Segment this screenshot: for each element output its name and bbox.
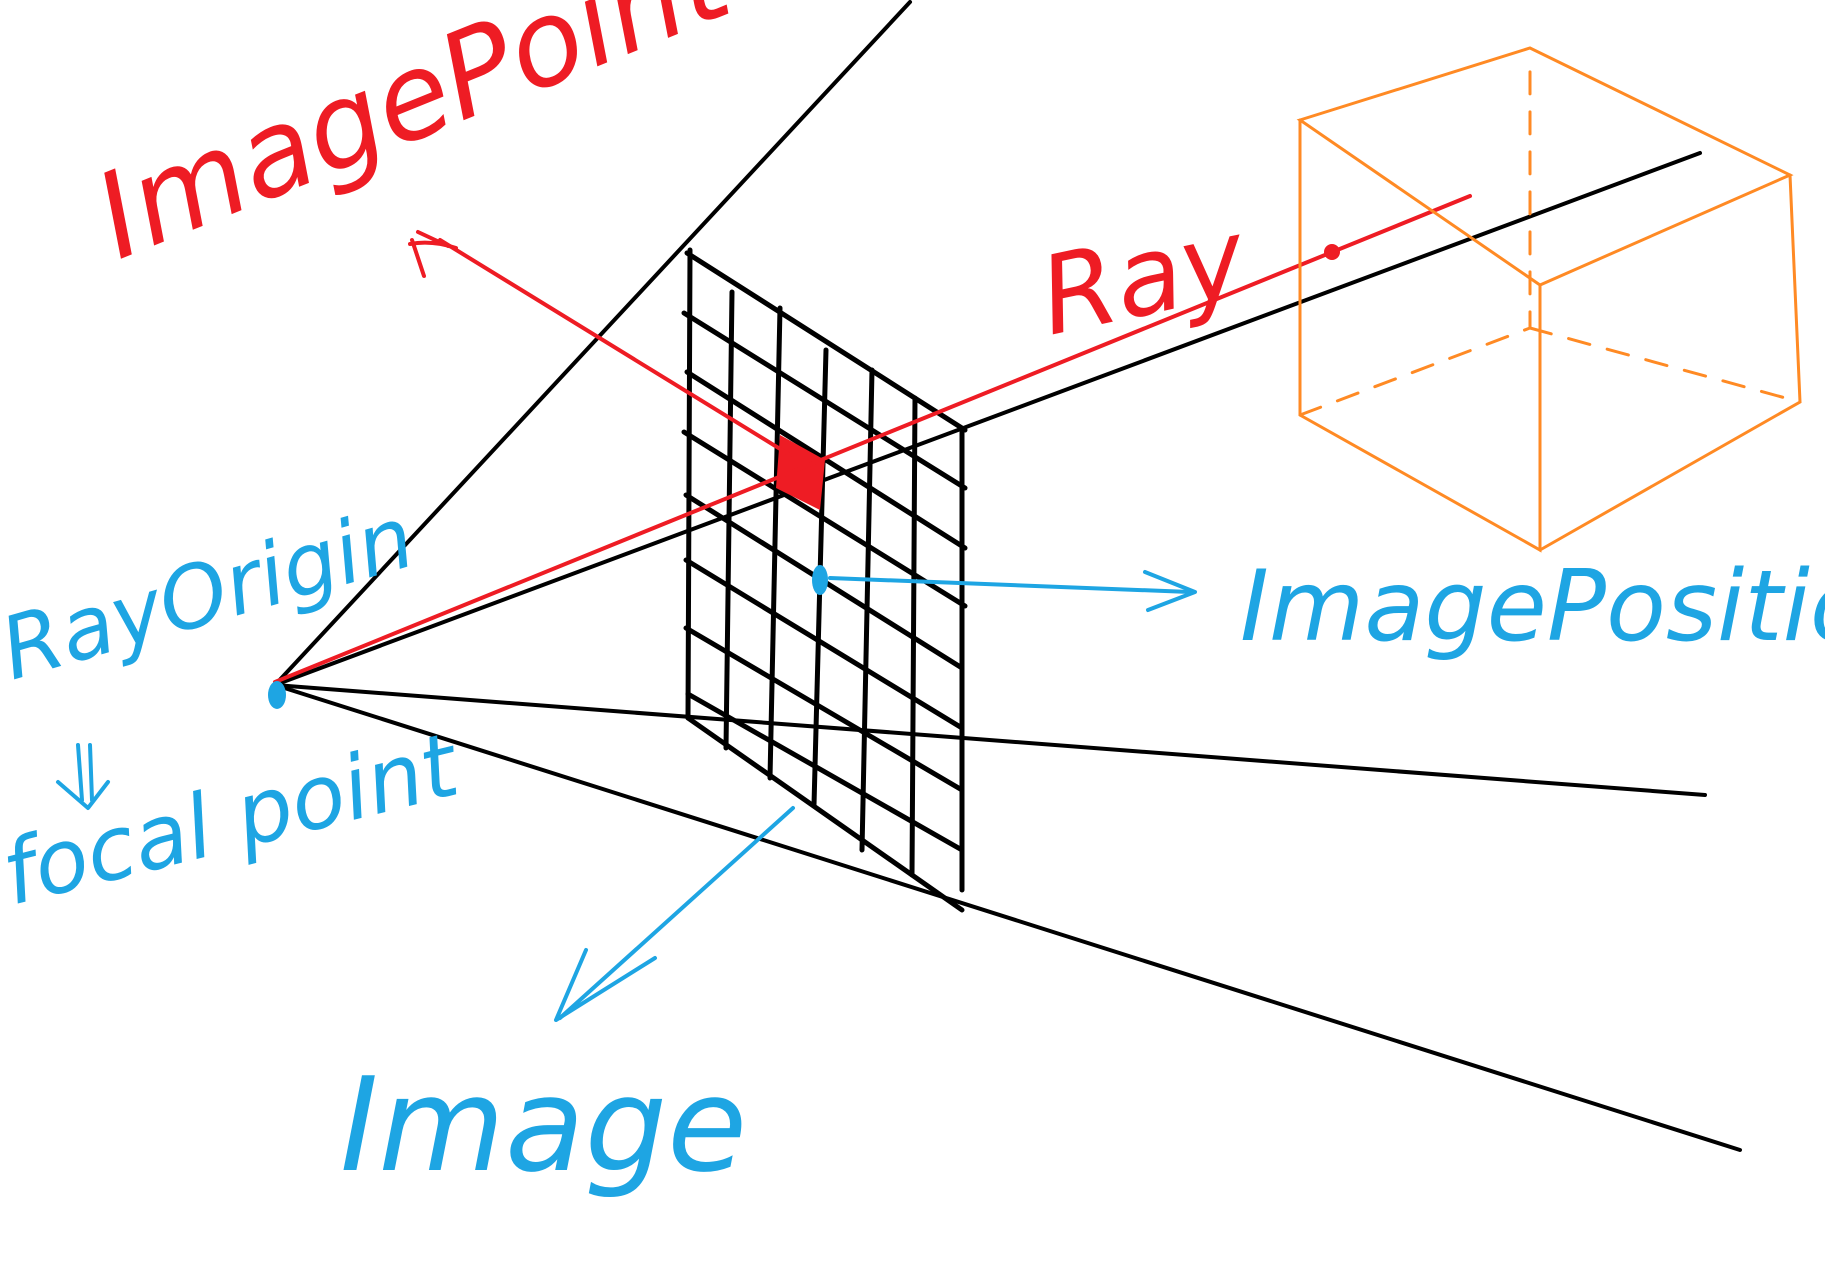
grid-line [723, 289, 735, 751]
grid-column-lines [685, 247, 965, 913]
view-frustum [273, 0, 1742, 1152]
ray-label: Ray [1029, 195, 1258, 360]
frustum-edge-middle [273, 151, 1702, 687]
focal-point-label: focal point [0, 712, 471, 925]
grid-line [859, 367, 875, 853]
arrow-head [56, 780, 110, 810]
grid-line [685, 691, 965, 853]
cube-hidden-edge [1528, 326, 1802, 404]
image-pointer [554, 806, 795, 1022]
arrow-shaft [88, 743, 94, 802]
ray-origin-label: RayOrigin [0, 487, 425, 700]
image-position-leader-line [828, 576, 1192, 594]
focal-point-marker [268, 681, 286, 709]
image-position-marker [812, 565, 1197, 612]
arrow-shaft [76, 743, 84, 802]
grid-line [683, 557, 965, 731]
cube-edge [1298, 118, 1542, 553]
image-label: Image [340, 1049, 747, 1201]
frustum-edge-top [273, 0, 912, 687]
arrow-icon [408, 230, 458, 278]
cube-hidden-edge [1298, 68, 1532, 417]
grid-line [685, 247, 693, 721]
grid-line [909, 395, 918, 878]
ray-hit-point [1324, 244, 1340, 260]
ray [273, 194, 1472, 684]
image-point-pointer [408, 230, 792, 457]
ray-origin-point [268, 681, 286, 709]
double-down-arrow-icon [56, 743, 110, 810]
ray-line [273, 194, 1472, 684]
cube-edge [1538, 173, 1802, 552]
image-position-point [812, 565, 828, 595]
grid-line [685, 715, 965, 913]
image-leader-line [558, 806, 795, 1020]
image-position-label: ImagePosition [1240, 550, 1825, 664]
grid-line [684, 250, 968, 433]
grid-line [683, 625, 965, 793]
image-grid [681, 247, 968, 913]
grid-line [767, 305, 783, 781]
scene-object-cube [1296, 46, 1802, 553]
frustum-edge-lower [273, 683, 1707, 797]
cube-edge [1296, 46, 1794, 287]
arrow-icon [554, 948, 657, 1022]
frustum-edge-bottom [273, 683, 1742, 1152]
arrow-icon [1143, 570, 1197, 612]
image-point-leader-line [438, 238, 792, 457]
